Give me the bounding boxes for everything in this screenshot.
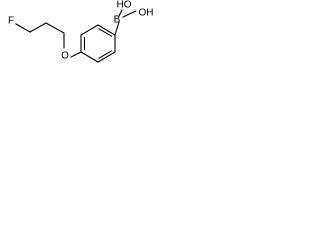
- propyl-chain: [15, 22, 82, 58]
- bond-b-o-right: [122, 10, 137, 18]
- ring-double-bond-inner-2: [98, 28, 113, 37]
- ring-bond-5: [97, 51, 116, 63]
- bond-c1-c2: [29, 22, 47, 33]
- hydroxyl-left-label: HO: [117, 0, 132, 11]
- oxygen-label: O: [61, 51, 69, 62]
- bond-b-o-left: [118, 9, 123, 17]
- hydroxyl-right-label: OH: [139, 8, 154, 19]
- bond-ring-b: [114, 21, 120, 36]
- bond-c2-c3: [45, 22, 65, 34]
- fluorine-label: F: [8, 16, 14, 27]
- ring-double-bond-inner-3: [98, 50, 113, 59]
- boronic-acid-group: [114, 9, 137, 36]
- boron-label: B: [114, 15, 121, 26]
- ring-bond-2: [80, 24, 99, 36]
- bond-f-c1: [15, 23, 31, 33]
- chemical-structure: F O B HO OH: [8, 0, 154, 63]
- ring-bond-3: [97, 24, 116, 36]
- ring-bond-6: [80, 51, 99, 63]
- bond-o-ring: [70, 51, 82, 58]
- benzene-ring: [80, 24, 116, 63]
